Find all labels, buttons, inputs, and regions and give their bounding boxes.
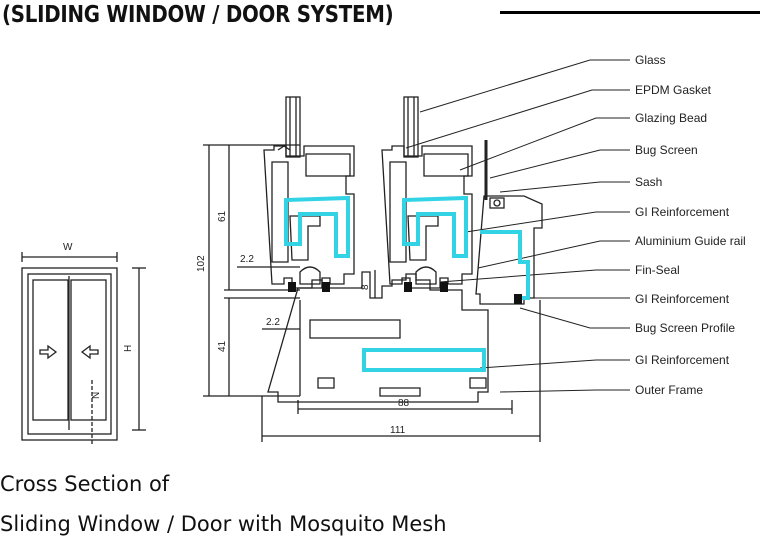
caption-line-1: Cross Section of [0, 472, 170, 496]
dim-gap-lower: 2.2 [266, 317, 280, 328]
elevation-height-label: H [123, 345, 134, 352]
leader-lines [405, 59, 630, 393]
window-elevation [21, 252, 146, 444]
elevation-width-label: W [63, 242, 73, 253]
callout-labels: Glass EPDM Gasket Glazing Bead Bug Scree… [635, 53, 746, 397]
caption-line-2: Sliding Window / Door with Mosquito Mesh [0, 512, 447, 536]
page-title: (SLIDING WINDOW / DOOR SYSTEM) [2, 2, 394, 28]
glass-panes [285, 96, 488, 200]
dim-width-inner: 88 [398, 398, 410, 409]
gi-reinforcements [284, 195, 530, 372]
fin-seals [288, 282, 522, 304]
dim-height-upper: 61 [217, 210, 228, 222]
callout-fin-seal: Fin-Seal [635, 263, 680, 277]
callout-bug-screen-profile: Bug Screen Profile [635, 321, 735, 335]
title-rule [500, 11, 760, 14]
dim-gap-upper: 2.2 [240, 254, 254, 265]
callout-epdm-gasket: EPDM Gasket [635, 83, 712, 97]
dim-height-lower: 41 [217, 340, 228, 352]
right-sash-profile [381, 145, 473, 289]
elevation-section-label: N [91, 392, 102, 399]
dim-small: 8 [360, 284, 371, 290]
dim-height-total: 102 [196, 255, 207, 272]
callout-gi-reinforcement-1: GI Reinforcement [635, 205, 730, 219]
callout-gi-reinforcement-3: GI Reinforcement [635, 353, 730, 367]
callout-glass: Glass [635, 53, 666, 67]
dimension-labels: 102 61 41 2.2 2.2 8 88 111 W H N [63, 210, 410, 436]
bug-screen-profile [475, 195, 543, 305]
callout-gi-reinforcement-2: GI Reinforcement [635, 292, 730, 306]
callout-aluminium-guide-rail: Aluminium Guide rail [635, 234, 746, 248]
callout-glazing-bead: Glazing Bead [635, 111, 707, 125]
dimension-lines [203, 144, 541, 442]
callout-sash: Sash [635, 175, 662, 189]
dim-width-total: 111 [390, 425, 406, 436]
outer-frame [267, 271, 489, 403]
callout-bug-screen: Bug Screen [635, 143, 698, 157]
callout-outer-frame: Outer Frame [635, 383, 703, 397]
